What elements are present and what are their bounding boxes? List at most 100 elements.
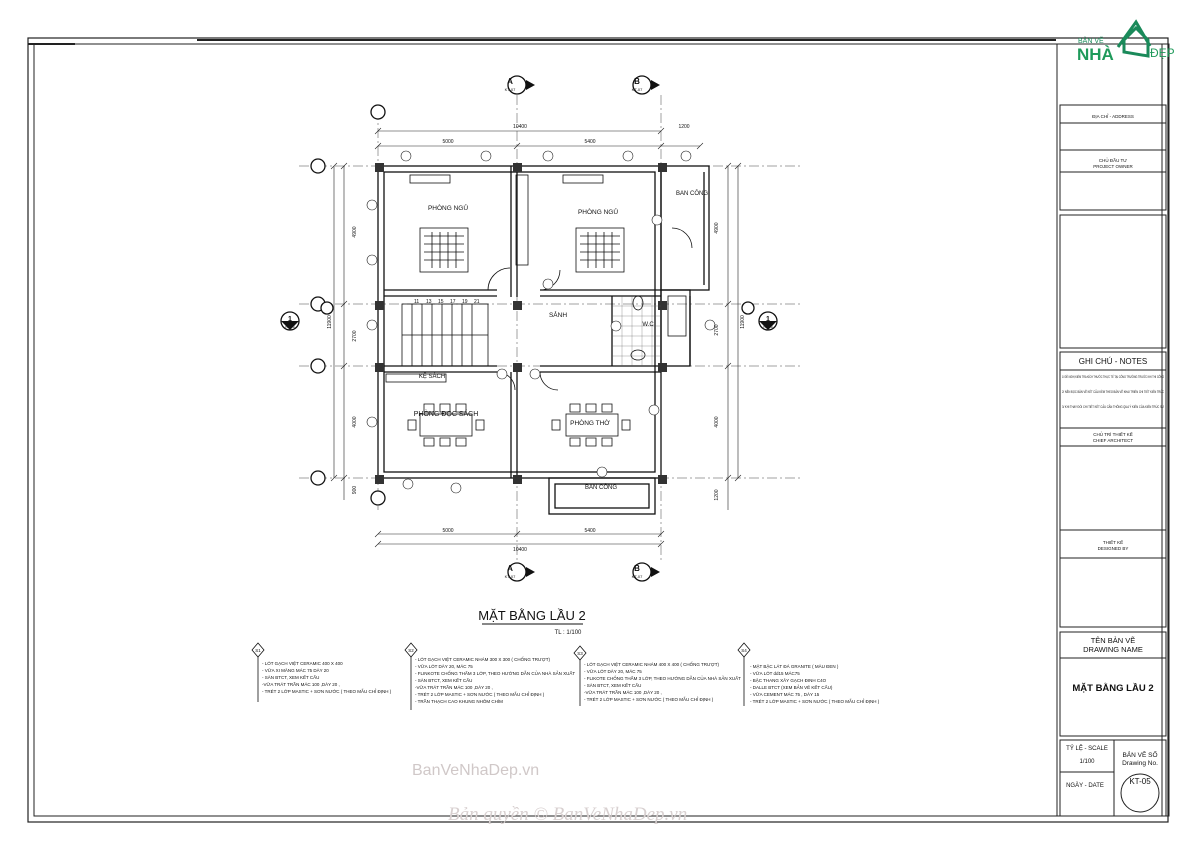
watermark-copyright: Bản quyền © BanVeNhaDep.vn bbox=[448, 804, 688, 825]
dim-bottom-2: 5400 bbox=[584, 528, 595, 534]
drawing-name-label-2: DRAWING NAME bbox=[1083, 645, 1143, 654]
spec4-line: - MẶT BẬC LÁT ĐÁ GRANITE ( MÀU ĐEN ) bbox=[750, 663, 839, 669]
designed-label-1: THIẾT KẾ bbox=[1103, 539, 1123, 545]
axis-1-left: 1 bbox=[288, 316, 292, 323]
axis-sheet-4: KT-07 bbox=[632, 574, 643, 579]
dim-right-4: 1200 bbox=[714, 489, 720, 500]
spec-code-1: S1 bbox=[255, 648, 261, 653]
dim-left-3: 4000 bbox=[352, 416, 358, 427]
axis-sheet-3: KT-07 bbox=[505, 574, 516, 579]
dim-top-1: 5000 bbox=[442, 139, 453, 145]
spec4-line: - TRÉT 2 LỚP MASTIC + SƠN NƯỚC ( THEO MẪ… bbox=[750, 698, 880, 704]
dim-right-1: 4900 bbox=[714, 222, 720, 233]
owner-label-2: PROJECT OWNER bbox=[1093, 164, 1133, 169]
dim-top-3: 1200 bbox=[678, 124, 689, 130]
room-reading: PHÒNG ĐỌC SÁCH bbox=[414, 409, 479, 418]
date-label: NGÀY - DATE bbox=[1066, 782, 1104, 789]
architect-label-1: CHỦ TRÌ THIẾT KẾ bbox=[1093, 431, 1133, 437]
stair-6: 21 bbox=[474, 299, 480, 305]
plan-title: MẶT BẰNG LẦU 2 bbox=[478, 608, 585, 623]
dim-left-2: 2700 bbox=[352, 330, 358, 341]
note-2: 2/ NÊN ĐỌC BẢN VẼ KẾT CẤU KÈM THEO BẢN V… bbox=[1062, 389, 1164, 394]
spec2-line: - VỮA LÓT DÀY 20, MÁC 75 bbox=[415, 663, 473, 669]
room-bedroom-1: PHÒNG NGỦ bbox=[428, 203, 468, 212]
spec2-line: - LÓT GẠCH VIỆT CERAMIC NHÁM 300 X 300 (… bbox=[415, 655, 550, 662]
owner-label-1: CHỦ ĐẦU TƯ bbox=[1099, 157, 1127, 163]
logo-line2: NHÀ bbox=[1077, 45, 1114, 64]
spec2-line: - SÀN BTCT, XEM KẾT CẤU bbox=[415, 677, 472, 683]
spec3-line: - LÓT GẠCH VIỆT CERAMIC NHÁM 400 X 400 (… bbox=[584, 660, 719, 667]
axis-sheet-right: KT-06 bbox=[763, 325, 772, 329]
plan-scale: TL : 1/100 bbox=[555, 630, 582, 636]
axis-b-top: B bbox=[634, 77, 640, 86]
floor-plan: A B A B KT-07 KT-07 KT-07 KT-07 1 1 KT-0… bbox=[280, 75, 800, 636]
specs: S1 S2 S3 S4 - LÓT GẠCH VIỆT CERAMIC 400 … bbox=[251, 642, 880, 710]
room-balcony-1: BAN CÔNG bbox=[676, 190, 708, 197]
spec4-line: - VỮA LÓT dd15 MÁC75 bbox=[750, 670, 800, 676]
dim-top-2: 5400 bbox=[584, 139, 595, 145]
title-block bbox=[1056, 43, 1170, 817]
dim-top-total: 10400 bbox=[513, 124, 527, 130]
room-bedroom-2: PHÒNG NGỦ bbox=[578, 207, 618, 216]
spec4-line: - BẬC THANG XÂY GẠCH ĐINH C4O bbox=[750, 677, 827, 683]
dim-left-4: 900 bbox=[352, 486, 358, 495]
spec3-line: - VỮA LÓT DÀY 20, MÁC 75 bbox=[584, 668, 642, 674]
designed-label-2: DESIGNED BY bbox=[1098, 546, 1129, 551]
spec4-line: - VỮA CEMENT MÁC 75 , DÀY 15 bbox=[750, 691, 820, 697]
spec1-line: -VỮA TRÁT TRẦN MÁC 100 ,DÀY 20 , bbox=[262, 681, 340, 687]
stair-2: 13 bbox=[426, 299, 432, 305]
drawing-name-value: MẶT BẰNG LẦU 2 bbox=[1072, 683, 1153, 694]
axis-a-bottom: A bbox=[507, 564, 513, 573]
stair-1: 11 bbox=[414, 299, 419, 305]
logo-line3: ĐẸP bbox=[1150, 46, 1175, 60]
scale-value: 1/100 bbox=[1079, 759, 1095, 765]
spec2-line: - TRẦN THẠCH CAO KHUNG NHÔM CHÌM bbox=[415, 698, 503, 704]
address-label: ĐỊA CHỈ - ADDRESS bbox=[1092, 113, 1134, 119]
dim-right-3: 4000 bbox=[714, 416, 720, 427]
axis-sheet-1: KT-07 bbox=[505, 87, 516, 92]
drawing-no-value: KT-05 bbox=[1129, 777, 1151, 786]
axis-b-bottom: B bbox=[634, 564, 640, 573]
logo: BẢN VẼ NHÀ ĐẸP bbox=[1077, 19, 1175, 64]
spec2-line: - TRÉT 2 LỚP MASTIC + SƠN NƯỚC ( THEO MẪ… bbox=[415, 691, 545, 697]
dim-left-total: 11900 bbox=[327, 315, 333, 329]
axis-a-top: A bbox=[507, 77, 513, 86]
notes-title: GHI CHÚ - NOTES bbox=[1079, 357, 1147, 366]
note-1: 1/ ĐỀ NGHỊ KIỂM TRA KÍCH THƯỚC THỰC TẾ T… bbox=[1062, 374, 1164, 379]
room-worship: PHÒNG THỜ bbox=[570, 418, 610, 427]
stair-4: 17 bbox=[450, 299, 456, 305]
spec3-line: - SÀN BTCT, XEM KẾT CẤU bbox=[584, 682, 641, 688]
spec-code-3: S3 bbox=[577, 651, 583, 656]
spec3-line: - FLIKOTE CHỐNG THẤM 3 LỚP, THEO HƯỚNG D… bbox=[584, 675, 741, 681]
axis-sheet-2: KT-07 bbox=[632, 87, 643, 92]
room-bookshelf: KỆ SÁCH bbox=[419, 372, 445, 380]
axis-1-right: 1 bbox=[766, 316, 770, 323]
logo-line1: BẢN VẼ bbox=[1078, 36, 1104, 45]
dim-bottom-total: 10400 bbox=[513, 547, 527, 553]
axis-sheet-left: KT-06 bbox=[285, 325, 294, 329]
dim-right-total: 11900 bbox=[740, 315, 746, 329]
drawing-name-label-1: TÊN BẢN VẼ bbox=[1091, 636, 1136, 645]
room-wc: W.C bbox=[642, 322, 654, 328]
stair-3: 15 bbox=[438, 299, 444, 305]
spec1-line: - TRÉT 2 LỚP MASTIC + SƠN NƯỚC ( THEO MẪ… bbox=[262, 688, 392, 694]
spec1-line: - LÓT GẠCH VIỆT CERAMIC 400 X 400 bbox=[262, 659, 343, 666]
drawing-no-label-2: Drawing No. bbox=[1122, 760, 1158, 767]
architect-label-2: CHIEF ARCHITECT bbox=[1093, 438, 1134, 443]
spec-code-2: S2 bbox=[408, 648, 414, 653]
stair-5: 19 bbox=[462, 299, 468, 305]
scale-label: TỶ LỆ - SCALE bbox=[1066, 744, 1108, 752]
dim-bottom-1: 5000 bbox=[442, 528, 453, 534]
spec1-line: - SÀN BTCT, XEM KẾT CẤU bbox=[262, 674, 319, 680]
room-balcony-2: BAN CÔNG bbox=[585, 484, 617, 491]
drawing-no-label-1: BẢN VẼ SỐ bbox=[1122, 749, 1157, 759]
dim-left-1: 4900 bbox=[352, 226, 358, 237]
spec3-line: -VỮA TRÁT TRẦN MÁC 100 ,DÀY 20 , bbox=[584, 689, 662, 695]
dim-right-2: 2700 bbox=[714, 324, 720, 335]
watermark-site: BanVeNhaDep.vn bbox=[412, 762, 540, 779]
spec2-line: - FLINKOTE CHỐNG THẤM 3 LỚP, THEO HƯỚNG … bbox=[415, 670, 575, 676]
spec1-line: - VỮA XI MĂNG MÁC 75 DÀY 20 bbox=[262, 667, 329, 673]
spec-code-4: S4 bbox=[741, 648, 747, 653]
spec3-line: - TRÉT 2 LỚP MASTIC + SƠN NƯỚC ( THEO MẪ… bbox=[584, 696, 714, 702]
